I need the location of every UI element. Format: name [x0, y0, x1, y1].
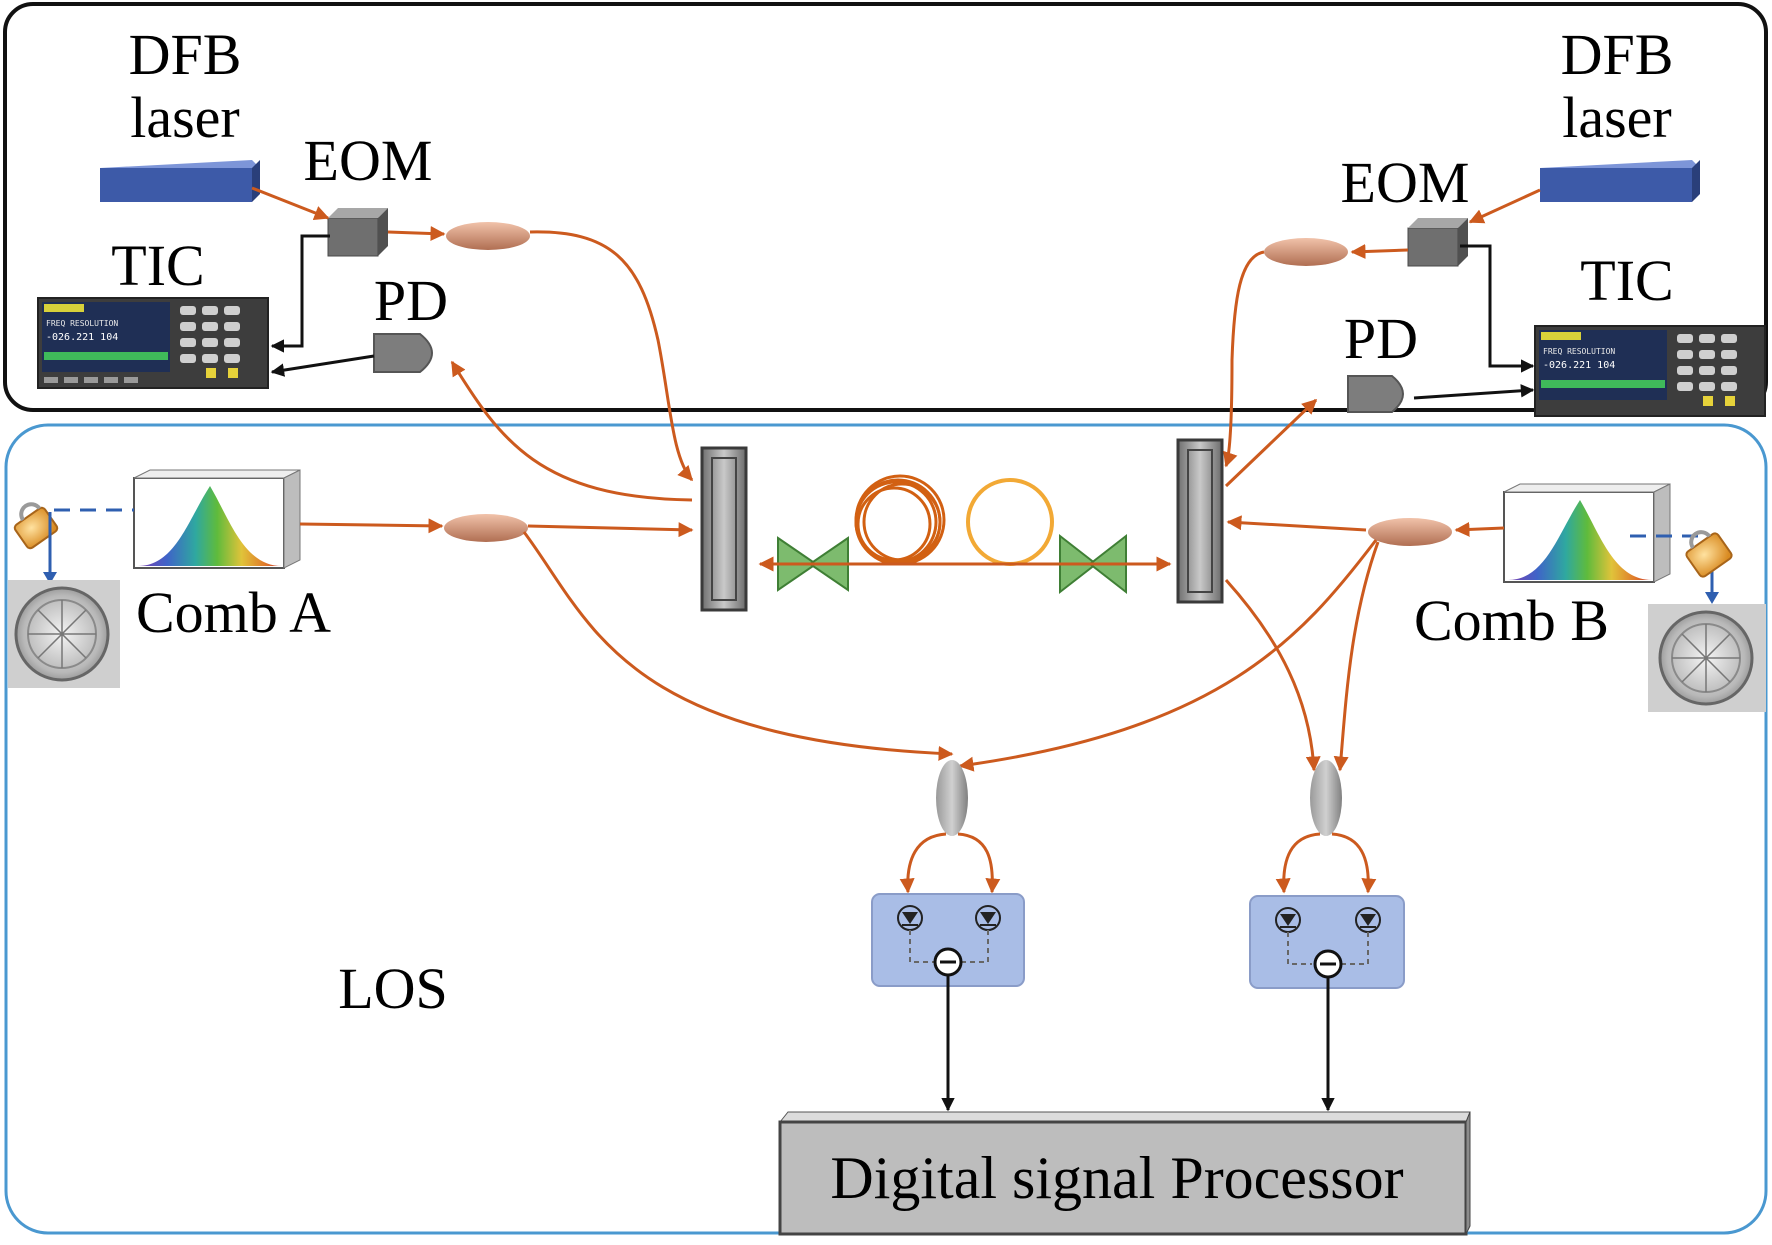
fiber-comb-b-to-coupler — [1454, 521, 1505, 537]
svg-text:FREQ RESOLUTION: FREQ RESOLUTION — [1543, 347, 1615, 356]
pd-right-label: PD — [1344, 306, 1418, 371]
lock-icon — [13, 502, 59, 550]
dfb-laser-icon — [100, 160, 260, 202]
eom-right-label: EOM — [1341, 150, 1470, 215]
fiber-dfb-to-eom-left — [251, 186, 330, 221]
fiber-combiner-1-to-detector-a — [899, 832, 947, 894]
fiber-eom-to-coupler-right — [1350, 244, 1409, 260]
fiber-spool-icon — [966, 478, 1054, 566]
fiber-combiner-2-to-detector-b — [1331, 832, 1377, 894]
tic-right-label: TIC — [1580, 248, 1673, 313]
electrical-pd-to-tic-left — [270, 354, 375, 377]
electrical-eom-to-tic-right — [1460, 244, 1535, 373]
svg-text:-026.221 104: -026.221 104 — [1543, 360, 1615, 371]
svg-text:FREQ RESOLUTION: FREQ RESOLUTION — [46, 319, 118, 328]
fiber-coupler-icon — [1264, 238, 1348, 266]
fiber-coupler-icon — [446, 222, 530, 250]
electrical-eom-to-tic-left — [270, 234, 330, 353]
circulator-icon — [700, 446, 748, 612]
lock-icon — [1685, 530, 1733, 578]
fiber-coupler-icon — [1310, 760, 1342, 836]
fiber-coupler-b-to-circulator — [1226, 515, 1367, 532]
fiber-coupler-a-to-combiner-1 — [522, 531, 954, 761]
dfb-right-label-2: laser — [1562, 85, 1672, 150]
fiber-combiner-1-to-detector-b — [957, 832, 1001, 894]
eom-left-label: EOM — [304, 128, 433, 193]
fiber-circulator-to-pd-right — [1224, 398, 1318, 488]
dfb-left-label-2: laser — [130, 85, 240, 150]
electrical-pd-to-tic-right — [1413, 384, 1535, 400]
comb-spectrum-icon — [133, 469, 301, 569]
fiber-coupler-icon — [936, 760, 968, 836]
dsp-icon — [778, 1111, 1471, 1236]
svg-text:-026.221 104: -026.221 104 — [46, 332, 118, 343]
clock-icon — [8, 580, 120, 688]
photodiode-icon — [1347, 375, 1404, 413]
dfb-left-label-1: DFB — [129, 22, 242, 87]
los-label: LOS — [338, 956, 448, 1021]
fiber-circulator-to-pd-left — [450, 360, 693, 502]
tic-counter-icon: FREQ RESOLUTION -026.221 104 — [1534, 325, 1766, 417]
comb-a-label: Comb A — [136, 580, 331, 645]
dfb-right-label-1: DFB — [1561, 22, 1674, 87]
dfb-laser-icon — [1540, 160, 1700, 202]
dsp-label: Digital signal Processor — [830, 1145, 1403, 1211]
fiber-comb-a-to-coupler — [299, 518, 444, 534]
fiber-coupler-b-to-combiner-1 — [958, 539, 1378, 772]
fiber-circulator-to-combiner-2 — [1224, 578, 1321, 772]
balanced-detector-icon — [1249, 895, 1405, 989]
fiber-spool-icon — [854, 474, 946, 566]
fiber-dfb-left-to-circulator — [529, 230, 694, 482]
eom-icon — [1407, 218, 1468, 267]
tic-left-label: TIC — [111, 233, 204, 298]
clock-icon — [1648, 604, 1766, 712]
fiber-combiner-2-to-detector-a — [1275, 832, 1321, 894]
pd-left-label: PD — [374, 268, 448, 333]
photodiode-icon — [373, 333, 433, 373]
fiber-coupler-icon — [1368, 518, 1452, 546]
top-frame — [3, 2, 1768, 412]
fiber-dfb-right-to-circulator — [1223, 250, 1265, 468]
eom-icon — [327, 208, 388, 257]
comb-b-label: Comb B — [1414, 588, 1609, 653]
comb-spectrum-icon — [1503, 483, 1671, 583]
tic-counter-icon: FREQ RESOLUTION -026.221 104 — [37, 297, 269, 389]
fiber-coupler-a-to-circulator — [527, 522, 694, 538]
fiber-dfb-to-eom-right — [1468, 188, 1541, 224]
circulator-icon — [1176, 438, 1224, 604]
fiber-eom-to-coupler-left — [387, 226, 446, 242]
fiber-coupler-b-to-combiner-2 — [1333, 541, 1380, 772]
balanced-detector-icon — [871, 893, 1025, 987]
fiber-coupler-icon — [444, 514, 528, 542]
